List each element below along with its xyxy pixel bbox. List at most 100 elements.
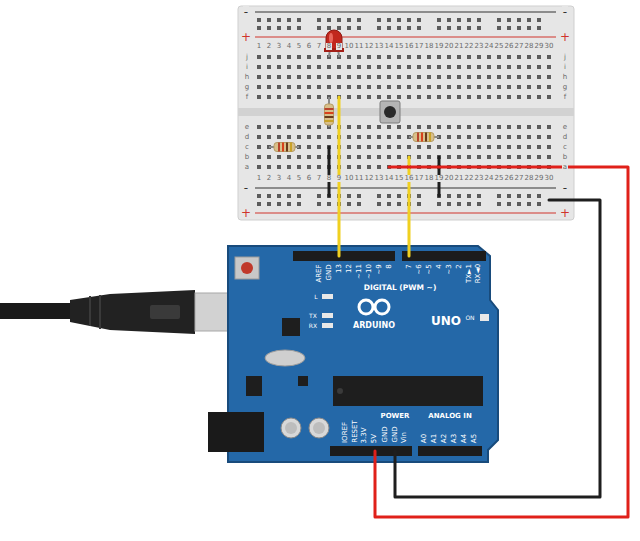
pin-label: Vin <box>402 432 409 443</box>
power-led <box>480 314 489 321</box>
pin-label: A5 <box>472 434 479 443</box>
pin-label: ~5 <box>425 264 432 274</box>
row-letter: d <box>244 134 250 141</box>
resistor-band <box>417 133 419 142</box>
rail-line <box>255 12 556 13</box>
row-letter: j <box>563 54 567 61</box>
column-number: 9 <box>336 43 342 50</box>
row-letter: e <box>562 124 568 131</box>
wire-black <box>328 147 331 196</box>
column-number: 9 <box>336 175 342 182</box>
microcontroller-chip <box>333 376 483 406</box>
row-letter: i <box>245 64 249 71</box>
pin-label: 5V <box>372 434 379 443</box>
pin-label: ~9 <box>375 264 382 274</box>
column-number: 5 <box>296 175 302 182</box>
row-letter: b <box>244 154 250 161</box>
button-cap <box>384 106 396 118</box>
row-letter: a <box>562 164 568 171</box>
pin-label: 3.3V <box>361 427 368 443</box>
rail-line <box>255 213 556 214</box>
resistor-body <box>274 143 295 152</box>
capacitor <box>281 418 301 438</box>
rail-sign: + <box>559 207 571 219</box>
rail-line <box>255 188 556 189</box>
row-letter: j <box>245 54 249 61</box>
row-letter: c <box>562 144 568 151</box>
rail-sign: - <box>562 6 568 18</box>
column-number: 4 <box>286 175 292 182</box>
resistor-band <box>429 133 431 142</box>
pin-label: A4 <box>462 434 469 443</box>
column-number: 3 <box>276 43 282 50</box>
resistor-band <box>282 143 284 152</box>
pin-label: GND <box>382 427 389 443</box>
header-title: POWER <box>381 413 410 420</box>
resistor-body <box>413 133 434 142</box>
pin-label: 8 <box>386 264 393 268</box>
pin-label: IOREF <box>341 422 348 443</box>
header-title: DIGITAL (PWM ~) <box>364 284 437 292</box>
pin-header <box>330 446 412 456</box>
rail-holes <box>254 192 554 208</box>
breadboard <box>238 6 574 220</box>
rail-holes <box>254 16 554 32</box>
pin-label: AREF <box>315 264 322 282</box>
column-number: 2 <box>266 175 272 182</box>
logo-mark <box>359 300 373 314</box>
led-label: RX <box>309 323 317 329</box>
column-number: 5 <box>296 43 302 50</box>
usb-boot <box>70 290 195 334</box>
logo-mark <box>375 300 389 314</box>
pin-label: 4 <box>436 264 443 268</box>
resistor-band <box>278 143 280 152</box>
arduino-board <box>228 246 498 462</box>
led-label: TX <box>309 313 317 319</box>
rail-sign: - <box>243 182 249 194</box>
rail-sign: - <box>243 6 249 18</box>
small-chip <box>298 376 308 386</box>
pin-label: ~3 <box>445 264 452 274</box>
row-letter: d <box>562 134 568 141</box>
rail-sign: + <box>240 31 252 43</box>
column-number: 7 <box>316 175 322 182</box>
resistor-band <box>421 133 423 142</box>
pin-label: TX►1 <box>465 264 472 283</box>
column-number: 4 <box>286 43 292 50</box>
cable <box>0 303 70 319</box>
status-led <box>322 294 333 299</box>
resistor-symbol <box>269 143 299 152</box>
resistor-band <box>325 108 334 110</box>
button-body <box>380 101 400 123</box>
pin-header <box>402 251 486 261</box>
column-number: 8 <box>326 175 332 182</box>
pin-label: RX◄0 <box>476 264 483 284</box>
pin-header <box>418 446 482 456</box>
header-title: ANALOG IN <box>428 413 472 420</box>
status-led <box>322 323 333 328</box>
reset-button <box>235 257 259 279</box>
pin-label: ~10 <box>366 264 373 279</box>
led-label: ON <box>465 315 474 321</box>
resistor-band <box>325 120 334 122</box>
row-letter: g <box>244 84 250 91</box>
capacitor-top <box>285 422 297 434</box>
rail-sign: + <box>559 31 571 43</box>
pin-label: GND <box>326 264 333 280</box>
breadboard-holes <box>254 52 554 102</box>
usb-cable <box>0 290 241 334</box>
column-number: 7 <box>316 43 322 50</box>
pin-label: A1 <box>432 434 439 443</box>
model-name: UNO <box>431 315 461 327</box>
led-highlight <box>329 33 333 43</box>
resistor-symbol <box>325 97 334 127</box>
center-channel <box>238 108 574 116</box>
pushbutton-symbol <box>380 101 400 123</box>
status-led <box>322 313 333 318</box>
row-letter: h <box>244 74 250 81</box>
row-letter: a <box>244 164 250 171</box>
row-letter: f <box>245 94 249 101</box>
pin-label: 7 <box>406 264 413 268</box>
pin-label: RESET <box>352 421 359 443</box>
led-symbol <box>324 30 344 57</box>
